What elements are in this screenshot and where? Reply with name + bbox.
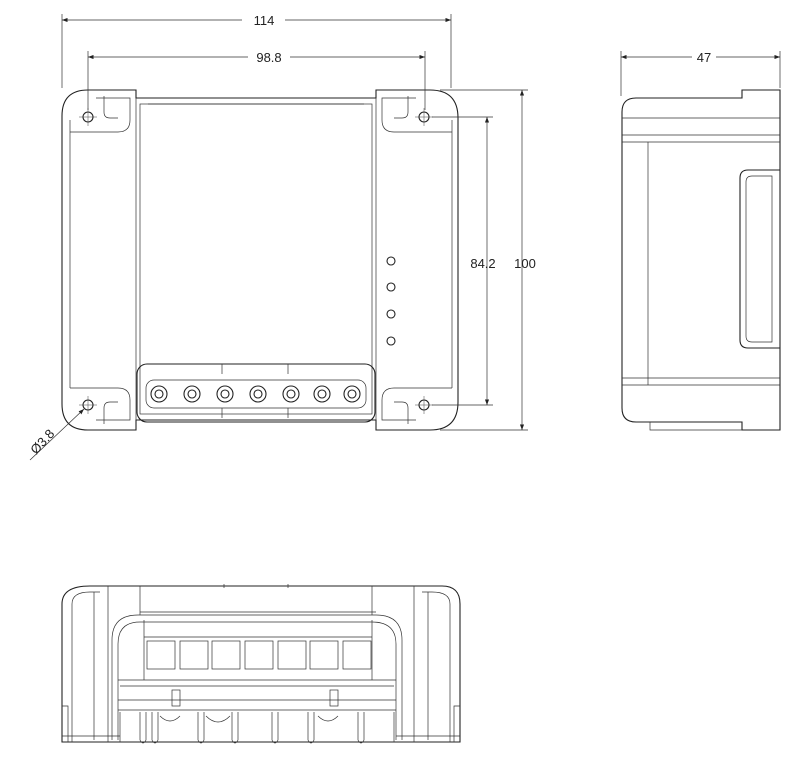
dimension-label-47: 47	[697, 50, 711, 65]
dimension-width-98-8: 98.8	[88, 50, 425, 110]
status-leds	[386, 256, 396, 346]
dimension-label-diameter: Ø3.8	[27, 426, 57, 457]
dimension-hole-diameter: Ø3.8	[27, 408, 85, 461]
front-view: 114 98.8 84.2 100 Ø3.8	[27, 13, 536, 461]
bottom-view	[61, 584, 461, 744]
dimension-label-98-8: 98.8	[256, 50, 281, 65]
dimension-label-114: 114	[254, 13, 275, 28]
dimension-label-100: 100	[514, 256, 536, 271]
dimension-label-84-2: 84.2	[470, 256, 495, 271]
side-view: 47	[621, 50, 780, 431]
dimension-height-84-2: 84.2	[432, 116, 496, 406]
dimension-width-114: 114	[62, 13, 451, 88]
dimension-depth-47: 47	[621, 50, 780, 96]
terminal-openings	[146, 640, 372, 670]
terminal-strip	[136, 363, 376, 423]
dimension-height-100: 100	[440, 89, 536, 431]
mounting-holes	[79, 108, 433, 414]
